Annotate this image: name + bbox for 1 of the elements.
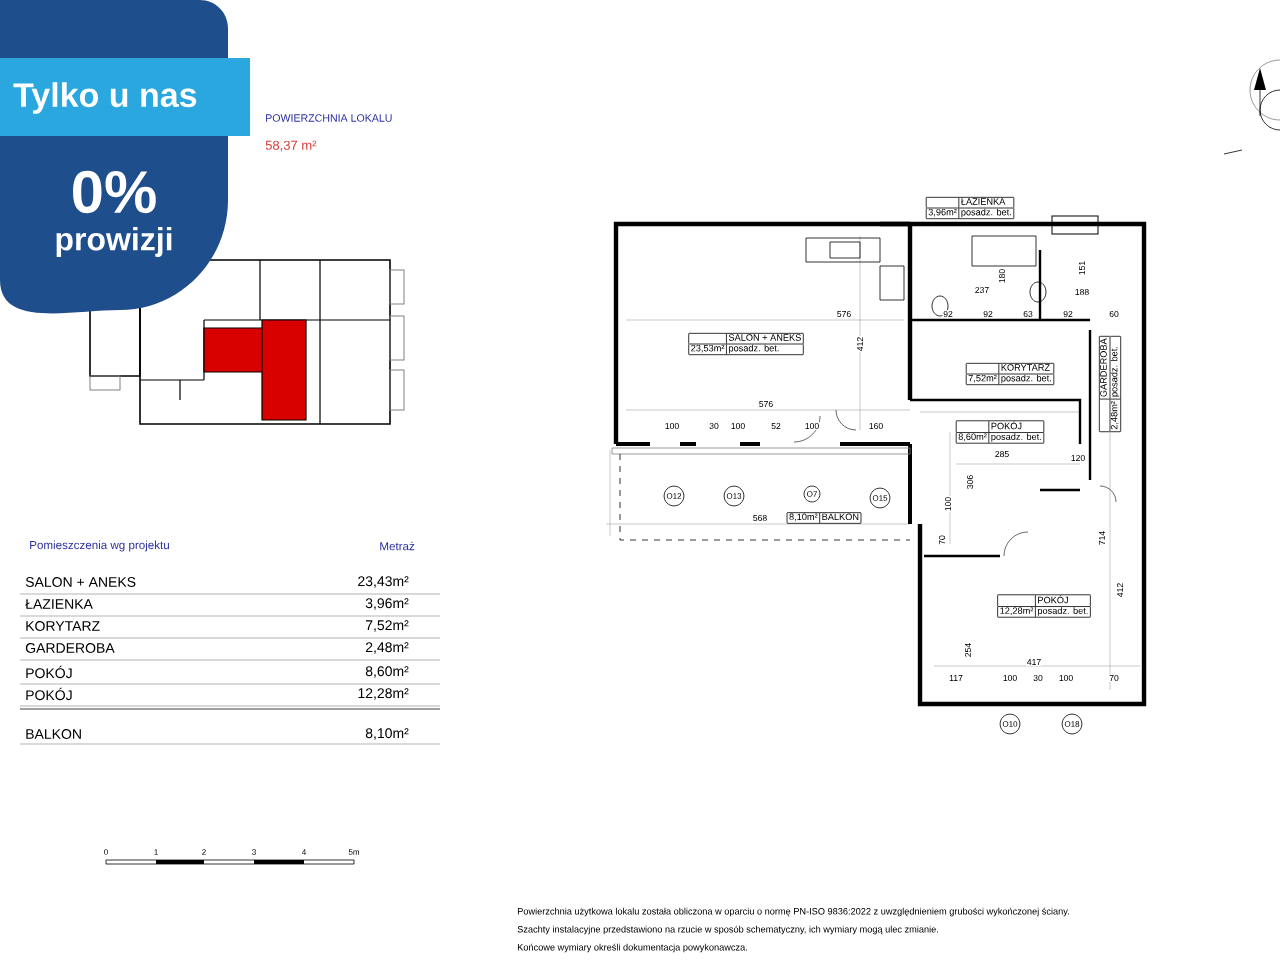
promo-badge: Tylko u nas 0% prowizji (0, 0, 250, 314)
